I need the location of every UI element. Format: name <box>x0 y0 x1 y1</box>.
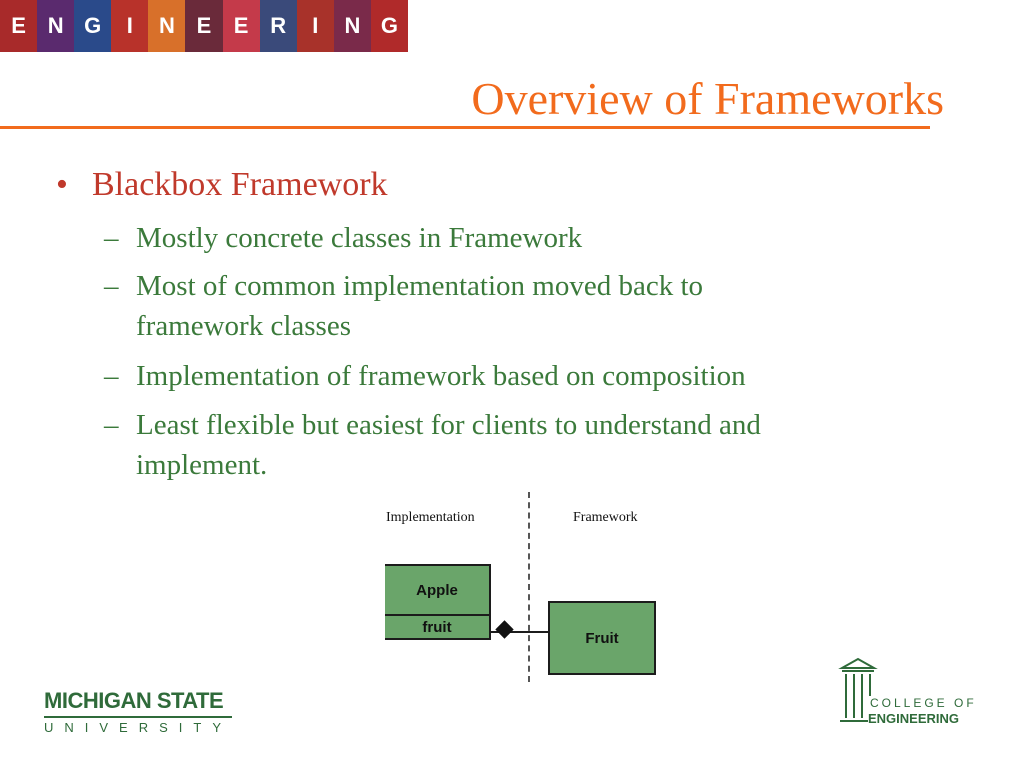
composition-diamond-icon <box>495 620 514 639</box>
banner-letter-tile: N <box>333 0 371 52</box>
coe-logo-line1: COLLEGE OF <box>870 696 977 710</box>
apple-class-box: Apple fruit <box>385 564 491 640</box>
sub-bullet-1: – Mostly concrete classes in Framework <box>104 218 904 258</box>
sub-bullet-3: – Implementation of framework based on c… <box>104 356 904 396</box>
msu-logo: MICHIGAN STATE UNIVERSITY <box>44 688 233 735</box>
dash-marker: – <box>104 222 119 254</box>
title-underline <box>0 126 930 129</box>
apple-class-attribute: fruit <box>422 618 452 636</box>
fruit-class-name: Fruit <box>585 629 619 647</box>
dash-marker: – <box>104 360 119 392</box>
apple-class-name: Apple <box>385 566 489 616</box>
banner-letter-tile: N <box>37 0 75 52</box>
banner-letter-tile: R <box>259 0 297 52</box>
layer-divider <box>528 492 530 682</box>
college-of-engineering-logo: COLLEGE OF ENGINEERING <box>838 656 978 736</box>
building-icon <box>838 657 878 722</box>
banner-letter-tile: N <box>148 0 186 52</box>
banner-letter-tile: G <box>370 0 409 52</box>
composition-line <box>490 631 548 633</box>
sub-bullet-text: Most of common implementation moved back… <box>136 270 704 342</box>
banner-letter-tile: I <box>111 0 149 52</box>
coe-logo-line2: ENGINEERING <box>868 711 960 726</box>
banner-letter-tile: I <box>296 0 334 52</box>
banner-letter-tile: E <box>222 0 260 52</box>
framework-label: Framework <box>573 510 638 525</box>
banner-letter-tile: E <box>0 0 38 52</box>
banner-letter-tile: E <box>185 0 223 52</box>
fruit-class-box: Fruit <box>548 601 656 675</box>
sub-bullet-4: – Least flexible but easiest for clients… <box>104 405 904 485</box>
bullet-marker: • <box>56 166 68 203</box>
dash-marker: – <box>104 270 119 302</box>
sub-bullet-text: Mostly concrete classes in Framework <box>136 222 583 254</box>
msu-logo-line2: UNIVERSITY <box>44 716 233 735</box>
sub-bullet-text: Least flexible but easiest for clients t… <box>136 409 761 481</box>
implementation-label: Implementation <box>386 510 475 525</box>
dash-marker: – <box>104 409 119 441</box>
bullet-text: Blackbox Framework <box>92 166 388 203</box>
bullet-blackbox-framework: • Blackbox Framework <box>56 166 388 204</box>
sub-bullet-text: Implementation of framework based on com… <box>136 360 746 392</box>
sub-bullet-2: – Most of common implementation moved ba… <box>104 266 904 346</box>
slide-title: Overview of Frameworks <box>471 73 944 124</box>
msu-logo-line1: MICHIGAN STATE <box>44 688 224 713</box>
banner-letter-tile: G <box>74 0 112 52</box>
class-diagram: Implementation Framework Apple fruit Fru… <box>380 492 670 692</box>
